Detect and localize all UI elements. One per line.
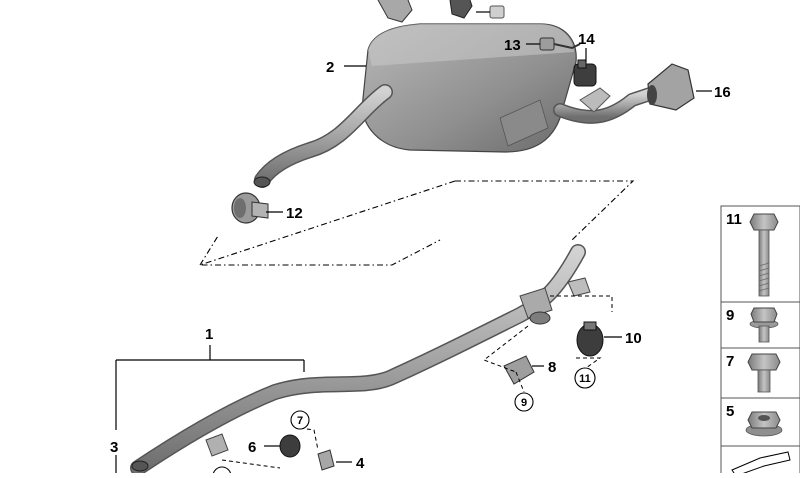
callout-1: 1 [205,326,213,343]
legend-11-thread [758,262,770,292]
circled-ref-7: 7 [290,410,310,430]
assembly-link-outline [199,180,635,266]
callout-13: 13 [504,37,521,54]
legend-item-9: 9 [720,301,800,349]
callout-1-bracket [115,345,305,430]
callout-4: 4 [356,455,365,472]
clip-part-13 [539,37,581,51]
circled-ref-11-label: 11 [579,373,591,385]
circled-ref-9: 9 [514,392,534,412]
bracket-part-4 [317,449,335,471]
rubber-mount-part-6 [279,434,301,458]
muffler-tail-pipe [553,87,657,124]
legend-item-5: 5 [720,397,800,447]
legend-label-11: 11 [726,211,742,228]
legend-label-5: 5 [726,403,734,420]
bracket-part-8 [503,355,535,385]
top-hanger-bracket [377,0,505,23]
muffler-inlet-pipe [253,84,393,188]
callout-8: 8 [548,359,556,376]
callout-10: 10 [625,330,642,347]
legend-item-7: 7 [720,347,800,399]
legend-item-11: 11 [720,205,800,303]
pipe-clamp-part-12 [231,192,269,224]
tailpipe-tip [647,63,695,111]
callout-12: 12 [286,205,303,222]
legend-label-7: 7 [726,353,734,370]
fastener-legend: 11 9 7 5 [720,205,800,477]
legend-item-partial [720,445,800,477]
rear-muffler [361,23,577,153]
leader-lines [115,43,712,473]
front-pipe-assembly [130,244,591,476]
callout-6: 6 [248,439,256,456]
rubber-hanger-part-14 [573,59,597,87]
callout-3: 3 [110,439,118,456]
callout-2: 2 [326,59,334,76]
callout-16: 16 [714,84,731,101]
circled-ref-11: 11 [574,367,596,389]
circled-ref-partial [212,466,232,478]
circled-ref-7-label: 7 [297,415,303,427]
mounting-dashed-lines [221,295,613,469]
callout-14: 14 [578,31,595,48]
legend-label-9: 9 [726,307,734,324]
circled-ref-9-label: 9 [521,397,527,409]
rubber-mount-part-10 [576,321,604,357]
